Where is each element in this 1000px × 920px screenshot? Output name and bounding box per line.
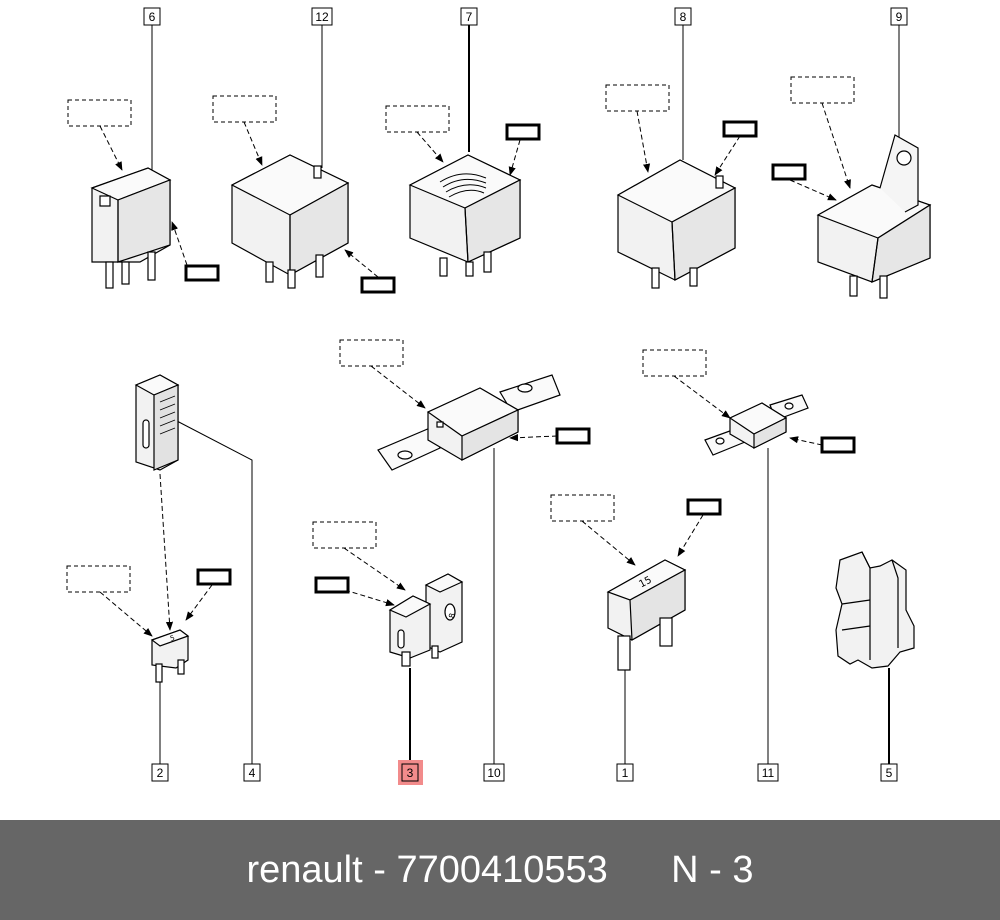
- callout-12-label: 12: [315, 10, 329, 24]
- relay-12-illustration: [230, 154, 350, 289]
- callout-9[interactable]: 9: [890, 7, 908, 26]
- fuse-holder-4-illustration: [134, 374, 180, 471]
- callout-10[interactable]: 10: [483, 763, 505, 782]
- dashed-label-boxes: [66, 76, 855, 593]
- callout-11-label: 11: [762, 766, 775, 780]
- fuse-3-illustration: 8: [388, 573, 464, 667]
- callout-boxes: 6 12 7 8 9 2 4 3: [143, 7, 908, 785]
- parts-diagram: 5 8 15 6 12: [66, 7, 932, 785]
- callout-9-label: 9: [896, 10, 903, 24]
- relay-9-illustration: [816, 134, 932, 299]
- callout-10-label: 10: [487, 766, 501, 780]
- fuse-10-illustration: [377, 374, 561, 471]
- callout-12[interactable]: 12: [311, 7, 333, 26]
- fuse-3-rating: 8: [447, 612, 457, 619]
- callout-5[interactable]: 5: [880, 763, 898, 782]
- callout-6[interactable]: 6: [143, 7, 161, 26]
- relay-8-illustration: [616, 159, 737, 289]
- callout-4-label: 4: [249, 766, 256, 780]
- callout-6-label: 6: [149, 10, 156, 24]
- callout-2[interactable]: 2: [151, 763, 169, 782]
- fuse-2-rating: 5: [169, 634, 176, 643]
- dashed-arrows: [99, 102, 851, 637]
- footer-spacer: [608, 849, 671, 892]
- fuse-1-rating: 15: [637, 575, 653, 591]
- relay-7-illustration: [408, 154, 522, 277]
- callout-11[interactable]: 11: [757, 763, 779, 782]
- solid-label-boxes: [184, 120, 856, 594]
- relay-6-illustration: [90, 167, 172, 289]
- leader-lines: [151, 25, 900, 765]
- fuse-1-illustration: 15: [606, 559, 687, 671]
- callout-7[interactable]: 7: [460, 7, 478, 26]
- callout-3-highlighted[interactable]: 3: [398, 760, 423, 785]
- part-info-bar: renault - 7700410553 N - 3: [0, 820, 1000, 920]
- part-reference: renault - 7700410553: [246, 848, 608, 891]
- callout-2-label: 2: [157, 766, 164, 780]
- fuse-11-illustration: [704, 394, 809, 456]
- callout-5-label: 5: [886, 766, 893, 780]
- callout-4[interactable]: 4: [243, 763, 261, 782]
- diagram-position: N - 3: [671, 848, 754, 891]
- callout-8[interactable]: 8: [674, 7, 692, 26]
- callout-1[interactable]: 1: [616, 763, 634, 782]
- clip-5-illustration: [835, 551, 915, 669]
- callout-1-label: 1: [622, 766, 629, 780]
- callout-7-label: 7: [466, 10, 473, 24]
- callout-8-label: 8: [680, 10, 687, 24]
- callout-3-label: 3: [407, 766, 414, 780]
- fuse-2-illustration: 5: [150, 629, 190, 683]
